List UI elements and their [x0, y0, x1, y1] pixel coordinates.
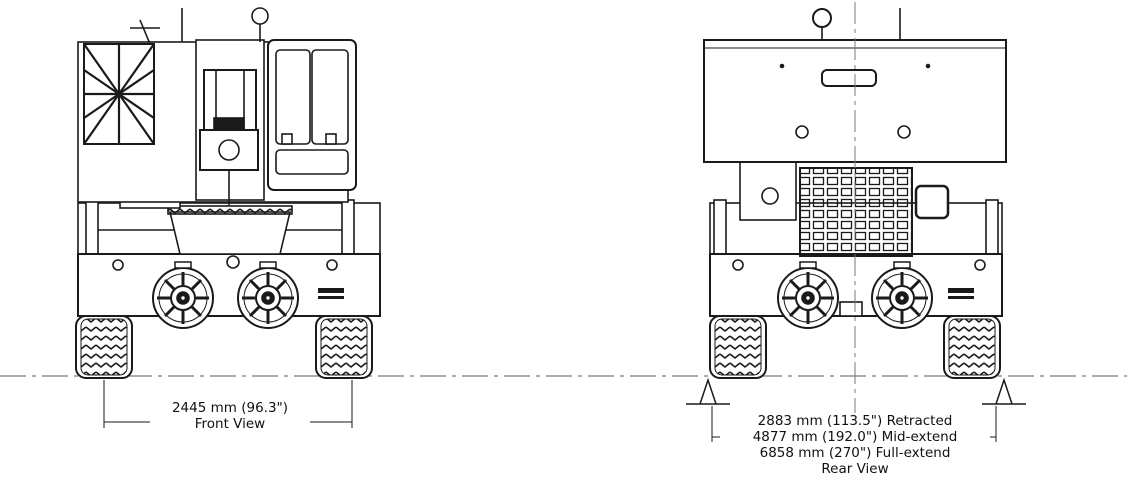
rear-dimension-retracted: 2883 mm (113.5") Retracted	[757, 413, 953, 429]
front-view-caption: 2445 mm (96.3") Front View	[150, 400, 310, 432]
rear-view-caption: 2883 mm (113.5") Retracted 4877 mm (192.…	[720, 413, 990, 477]
front-view-drawing	[75, 7, 381, 379]
rear-view-title: Rear View	[821, 461, 889, 477]
front-view-title: Front View	[194, 416, 266, 432]
rear-dimension-mid-extend: 4877 mm (192.0") Mid-extend	[752, 429, 958, 445]
rear-dimension-full-extend: 6858 mm (270") Full-extend	[759, 445, 951, 461]
rear-dimension-line	[711, 406, 997, 442]
rear-view-drawing	[686, 8, 1026, 405]
front-view-dimension: 2445 mm (96.3")	[171, 400, 289, 416]
